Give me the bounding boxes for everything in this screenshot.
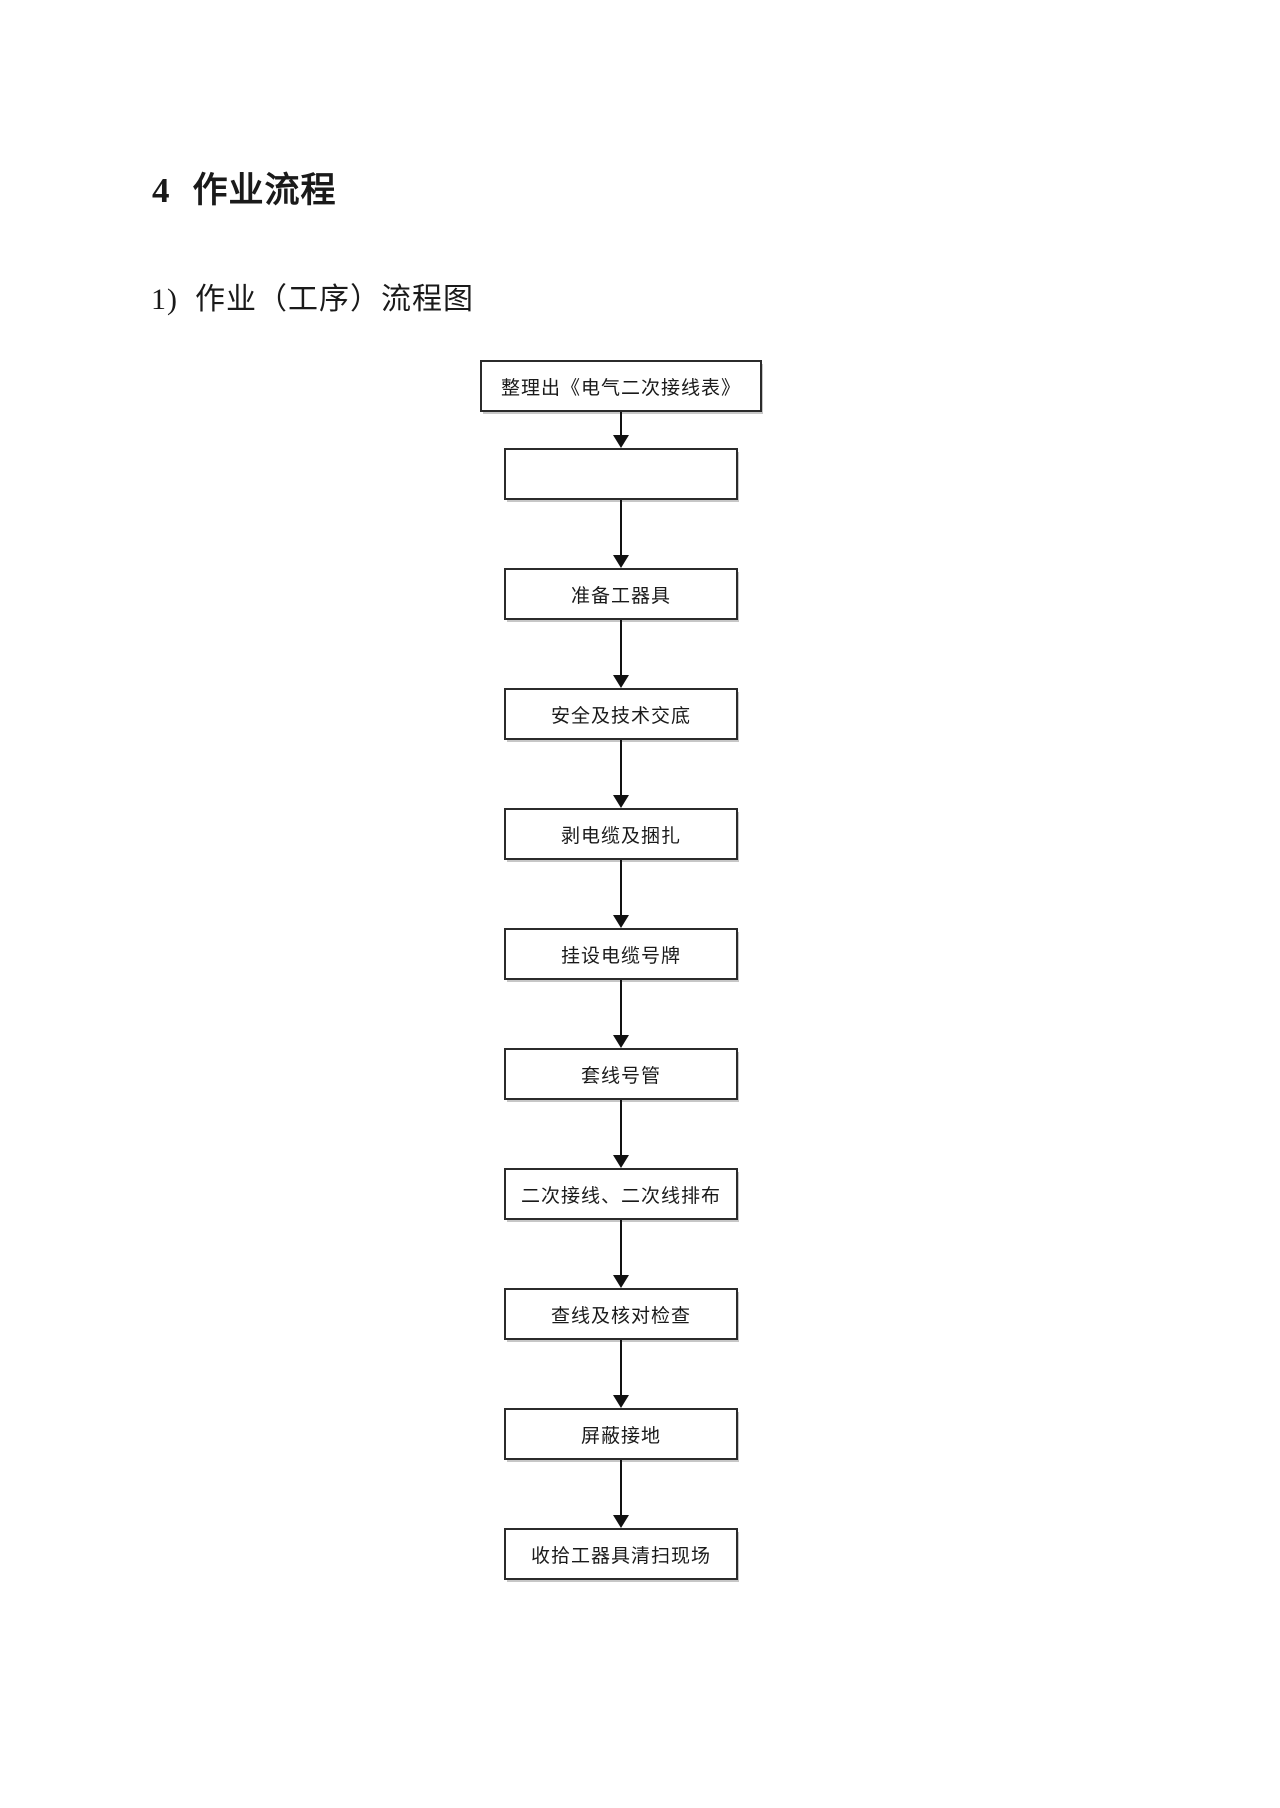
arrow-down-icon xyxy=(613,1395,629,1408)
flow-step-box: 收拾工器具清扫现场 xyxy=(504,1528,738,1580)
flow-arrow xyxy=(613,980,629,1048)
flow-step-box: 整理出《电气二次接线表》 xyxy=(480,360,762,412)
flow-step-box: 安全及技术交底 xyxy=(504,688,738,740)
item-number: 1) xyxy=(151,283,178,316)
arrow-line xyxy=(620,860,622,915)
flow-arrow xyxy=(613,860,629,928)
flow-arrow xyxy=(613,500,629,568)
flow-step-box: 屏蔽接地 xyxy=(504,1408,738,1460)
arrow-down-icon xyxy=(613,1515,629,1528)
arrow-down-icon xyxy=(613,555,629,568)
section-heading: 4 作业流程 xyxy=(152,171,337,211)
arrow-down-icon xyxy=(613,915,629,928)
arrow-line xyxy=(620,620,622,675)
flow-step-box: 准备工器具 xyxy=(504,568,738,620)
arrow-down-icon xyxy=(613,1035,629,1048)
flow-step-box: 查线及核对检查 xyxy=(504,1288,738,1340)
flow-arrow xyxy=(613,620,629,688)
arrow-down-icon xyxy=(613,795,629,808)
arrow-line xyxy=(620,500,622,555)
arrow-line xyxy=(620,1340,622,1395)
flow-arrow xyxy=(613,1100,629,1168)
flow-arrow xyxy=(613,1220,629,1288)
flow-step-box: 套线号管 xyxy=(504,1048,738,1100)
flow-arrow xyxy=(613,1340,629,1408)
section-number: 4 xyxy=(152,171,171,210)
flow-step-box: 剥电缆及捆扎 xyxy=(504,808,738,860)
arrow-down-icon xyxy=(613,675,629,688)
flow-step-box: 二次接线、二次线排布 xyxy=(504,1168,738,1220)
flow-arrow xyxy=(613,412,629,448)
section-title: 作业流程 xyxy=(192,171,337,210)
flow-step-box: 挂设电缆号牌 xyxy=(504,928,738,980)
arrow-down-icon xyxy=(613,435,629,448)
arrow-line xyxy=(620,1100,622,1155)
arrow-line xyxy=(620,740,622,795)
item-heading: 1) 作业（工序）流程图 xyxy=(151,283,474,316)
arrow-line xyxy=(620,980,622,1035)
flow-arrow xyxy=(613,1460,629,1528)
flow-step-box-empty xyxy=(504,448,738,500)
flow-arrow xyxy=(613,740,629,808)
arrow-line xyxy=(620,412,622,435)
item-title: 作业（工序）流程图 xyxy=(195,283,474,316)
arrow-line xyxy=(620,1460,622,1515)
arrow-down-icon xyxy=(613,1155,629,1168)
arrow-line xyxy=(620,1220,622,1275)
arrow-down-icon xyxy=(613,1275,629,1288)
